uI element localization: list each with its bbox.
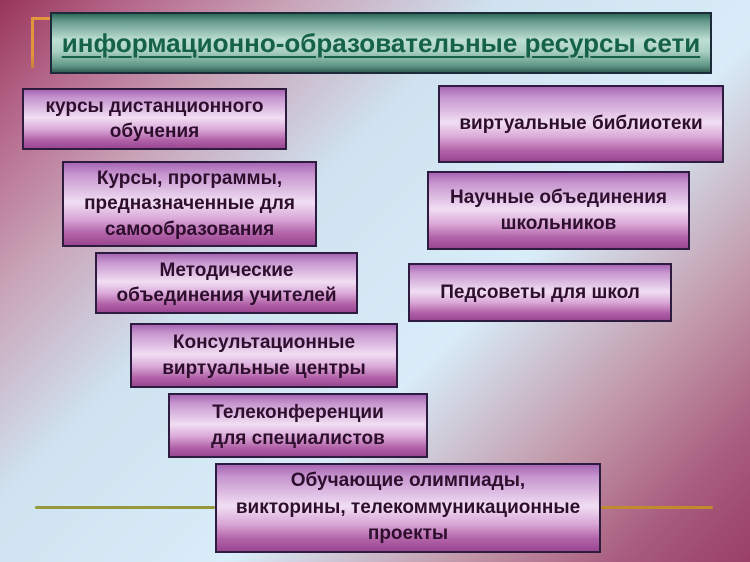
box-label: виртуальные библиотеки bbox=[459, 113, 703, 135]
box-teacher-method-associations: Методические объединения учителей bbox=[95, 252, 358, 314]
corner-bracket-vertical bbox=[31, 17, 34, 68]
bottom-right-accent-line bbox=[601, 506, 713, 509]
box-label: Курсы, программы, предназначенные для са… bbox=[84, 168, 295, 240]
box-label: Методические объединения учителей bbox=[116, 259, 337, 306]
slide-title: информационно-образовательные ресурсы се… bbox=[61, 27, 701, 58]
box-specialist-teleconferences: Телеконференции для специалистов bbox=[168, 393, 428, 458]
corner-bracket-horizontal bbox=[31, 17, 55, 20]
box-school-science-societies: Научные объединения школьников bbox=[427, 171, 690, 250]
box-educational-olympiads-projects: Обучающие олимпиады, викторины, телекомм… bbox=[215, 463, 601, 553]
box-label: Научные объединения школьников bbox=[450, 187, 667, 234]
box-label: Телеконференции для специалистов bbox=[211, 402, 385, 449]
box-label: Консультационные виртуальные центры bbox=[162, 332, 366, 379]
slide-title-box: информационно-образовательные ресурсы се… bbox=[50, 12, 712, 74]
box-label: Обучающие олимпиады, викторины, телекомм… bbox=[235, 470, 581, 545]
box-virtual-libraries: виртуальные библиотеки bbox=[438, 85, 724, 163]
box-distance-learning-courses: курсы дистанционного обучения bbox=[22, 88, 287, 150]
box-label: Педсоветы для школ bbox=[440, 281, 640, 303]
bottom-left-accent-line bbox=[35, 506, 215, 509]
box-label: курсы дистанционного обучения bbox=[45, 95, 264, 142]
box-self-education-courses: Курсы, программы, предназначенные для са… bbox=[62, 161, 317, 247]
box-school-pedagogical-councils: Педсоветы для школ bbox=[408, 263, 672, 322]
box-virtual-consulting-centers: Консультационные виртуальные центры bbox=[130, 323, 398, 388]
